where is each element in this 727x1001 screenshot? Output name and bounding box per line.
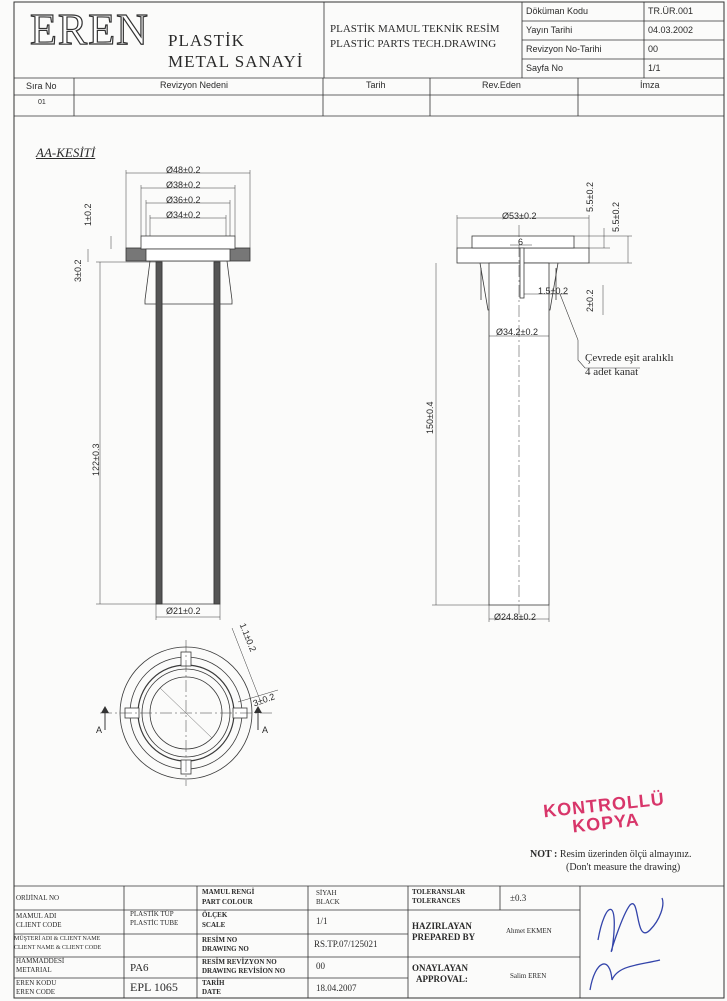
dim-d53: Ø53±0.2 [502, 211, 537, 221]
tb-drawing-no-en: DRAWING NO [202, 945, 249, 953]
tb-tolerance-en: TOLERANCES [412, 897, 461, 905]
tb-approval-tr: ONAYLAYAN [412, 963, 469, 973]
section-title: AA-KESİTİ [36, 145, 96, 160]
tb-date-value: 18.04.2007 [316, 983, 357, 993]
rev-header-signature: İmza [640, 80, 660, 90]
tb-client-code-tr: MAMUL ADI [16, 912, 57, 920]
meta-value-revision: 00 [648, 44, 659, 54]
rev-header-reason: Revizyon Nedeni [160, 80, 229, 90]
note-fins-line2: 4 adet kanat [585, 366, 639, 378]
dim-length-150: 150±0.4 [425, 401, 435, 434]
rev-header-date: Tarih [366, 80, 386, 90]
note-label: NOT : [530, 849, 558, 860]
dim-d34: Ø34±0.2 [166, 210, 201, 220]
rev-row-no: 01 [38, 99, 46, 106]
section-mark-left: A [96, 725, 103, 735]
tb-prepared-en: PREPARED BY [412, 932, 476, 942]
dim-2: 2±0.2 [585, 289, 595, 312]
meta-label-doc-code: Döküman Kodu [526, 6, 589, 16]
tb-tolerance-value: ±0.3 [510, 893, 527, 903]
tb-tolerance-tr: TOLERANSLAR [412, 888, 466, 896]
tb-prepared-value: Ahmet EKMEN [506, 927, 552, 935]
note-block: NOT : Resim üzerinden ölçü almayınız. [530, 849, 691, 860]
section-mark-right: A [262, 725, 269, 735]
rev-header-by: Rev.Eden [482, 80, 521, 90]
tb-drawing-no-value: RS.TP.07/125021 [314, 939, 378, 949]
doc-title-tr: PLASTİK MAMUL TEKNİK RESİM [330, 23, 500, 35]
tb-approval-value: Salim EREN [510, 972, 547, 980]
tb-colour-value-tr: SİYAH [316, 889, 337, 897]
tb-material-en: METARIAL [16, 966, 52, 974]
tb-part-name-1: PLASTİK TÜP [130, 910, 174, 918]
dim-d24-8: Ø24.8±0.2 [494, 612, 536, 622]
dim-5-5-b: 5.5±0.2 [611, 202, 621, 232]
rev-header-no: Sıra No [26, 81, 57, 91]
meta-label-page: Sayfa No [526, 63, 564, 73]
tb-approval-en: APPROVAL: [416, 974, 468, 984]
tb-scale-tr: ÖLÇEK [202, 911, 228, 919]
tb-rev-no-en: DRAWING REVİSİON NO [202, 967, 286, 975]
note-fins-line1: Çevrede eşit aralıklı [585, 352, 674, 364]
tb-date-tr: TARİH [202, 979, 225, 987]
dim-d21: Ø21±0.2 [166, 606, 201, 616]
meta-label-revision: Revizyon No-Tarihi [526, 44, 602, 54]
note-text-tr: Resim üzerinden ölçü almayınız. [559, 849, 692, 860]
tb-eren-code-value: EPL 1065 [130, 980, 178, 994]
dim-d36: Ø36±0.2 [166, 195, 201, 205]
tb-material-value: PA6 [130, 962, 149, 974]
dim-d38: Ø38±0.2 [166, 180, 201, 190]
dim-rib-6: 6 [518, 237, 524, 247]
tb-material-tr: HAMMADDESİ [16, 957, 65, 965]
tb-drawing-no-tr: RESİM NO [202, 936, 238, 944]
tb-scale-value: 1/1 [316, 916, 328, 926]
tb-client-code-en: CLIENT CODE [16, 921, 62, 929]
dim-flange-3: 3±0.2 [73, 259, 83, 282]
tb-eren-code-en: EREN CODE [16, 988, 56, 996]
company-logo: EREN [29, 5, 149, 54]
tb-client-name-tr: MÜŞTERİ ADI & CLIENT NAME [14, 936, 101, 942]
tb-colour-en: PART COLOUR [202, 898, 253, 906]
tb-date-en: DATE [202, 988, 221, 996]
tb-eren-code-tr: EREN KODU [16, 979, 57, 987]
meta-label-pub-date: Yayın Tarihi [526, 25, 573, 35]
tb-prepared-tr: HAZIRLAYAN [412, 921, 472, 931]
dim-d34-2: Ø34.2±0.2 [496, 327, 538, 337]
tb-rev-no-value: 00 [316, 961, 325, 971]
tb-scale-en: SCALE [202, 921, 226, 929]
dim-length-122: 122±0.3 [91, 443, 101, 476]
note-text-en: (Don't measure the drawing) [566, 862, 681, 873]
tb-client-name-en: CLIENT NAME & CLIENT CODE [14, 945, 102, 951]
meta-value-page: 1/1 [648, 63, 661, 73]
dim-1-5: 1.5±0.2 [538, 286, 568, 296]
tb-rev-no-tr: RESİM REVİZYON NO [202, 958, 277, 966]
company-name-line2: METAL SANAYİ [168, 52, 304, 71]
dim-d48: Ø48±0.2 [166, 165, 201, 175]
tb-colour-value-en: BLACK [316, 898, 340, 906]
tb-original-no: ORİJİNAL NO [16, 894, 60, 902]
tb-part-name-2: PLASTİC TUBE [130, 919, 179, 927]
meta-value-pub-date: 04.03.2002 [648, 25, 694, 35]
dim-5-5-a: 5.5±0.2 [585, 182, 595, 212]
tb-colour-tr: MAMUL RENGİ [202, 888, 255, 896]
dim-flange-1: 1±0.2 [83, 203, 93, 226]
meta-value-doc-code: TR.ÜR.001 [648, 6, 694, 16]
company-name-line1: PLASTİK [168, 31, 245, 50]
doc-title-en: PLASTİC PARTS TECH.DRAWING [330, 38, 497, 50]
